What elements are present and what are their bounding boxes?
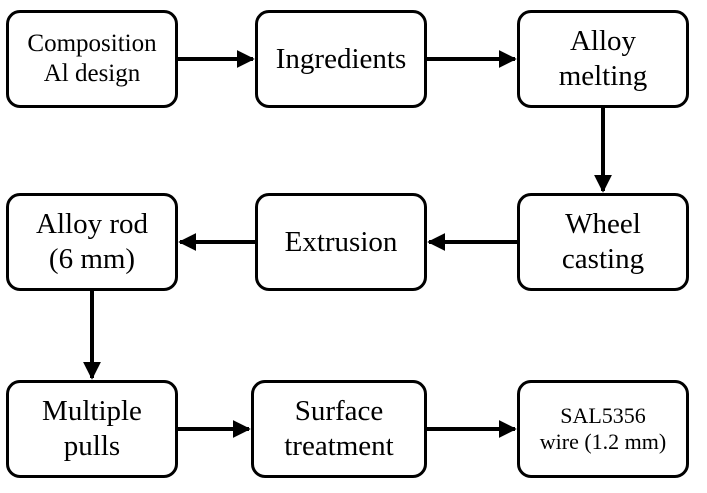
step-casting-line-1: Wheel	[565, 208, 641, 241]
step-melting-box: Alloy melting	[517, 10, 689, 108]
step-ingredients-line-1: Ingredients	[275, 42, 407, 75]
step-rod-box: Alloy rod (6 mm)	[6, 193, 178, 291]
step-wire-line-1: SAL5356	[560, 402, 646, 428]
step-pulls-box: Multiple pulls	[6, 380, 178, 478]
step-composition-box: Composition Al design	[6, 10, 178, 108]
step-extrusion-line-1: Extrusion	[284, 225, 398, 258]
step-ingredients-box: Ingredients	[255, 10, 427, 108]
step-wire-box: SAL5356 wire (1.2 mm)	[517, 380, 689, 478]
step-melting-line-2: melting	[558, 60, 648, 92]
step-casting-box: Wheel casting	[517, 193, 689, 291]
step-composition-line-1: Composition	[27, 30, 157, 57]
step-surface-line-1: Surface	[294, 395, 384, 428]
step-extrusion-box: Extrusion	[255, 193, 427, 291]
step-melting-line-1: Alloy	[569, 25, 637, 58]
step-pulls-line-2: pulls	[63, 430, 121, 462]
step-surface-line-2: treatment	[284, 430, 394, 462]
step-composition-line-2: Al design	[43, 60, 141, 87]
step-casting-line-2: casting	[561, 243, 645, 275]
step-wire-line-2: wire (1.2 mm)	[539, 429, 667, 454]
step-pulls-line-1: Multiple	[42, 395, 142, 428]
step-surface-box: Surface treatment	[251, 380, 427, 478]
step-rod-line-2: (6 mm)	[48, 243, 136, 275]
step-rod-line-1: Alloy rod	[36, 208, 148, 241]
